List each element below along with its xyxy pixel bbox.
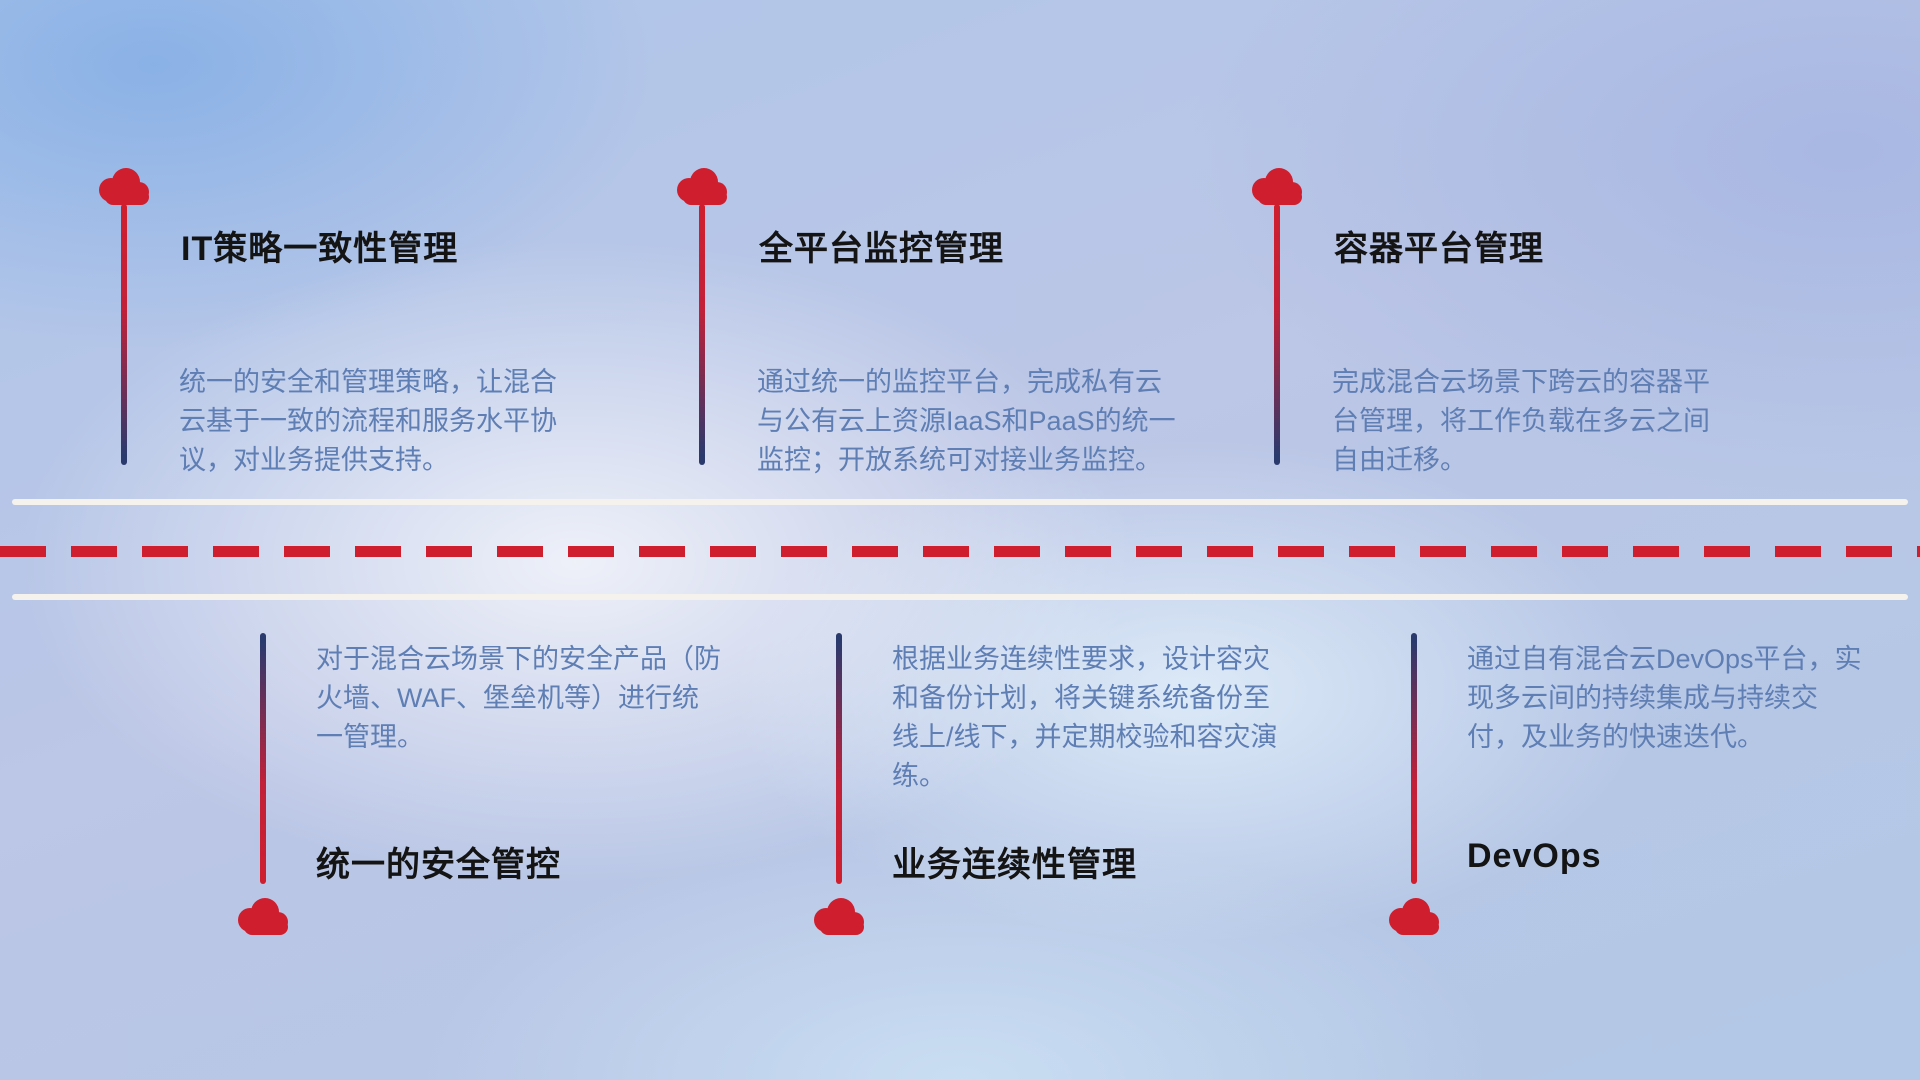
- timeline-bar: [121, 204, 127, 465]
- timeline-bar: [699, 204, 705, 465]
- item-title: IT策略一致性管理: [181, 230, 459, 268]
- item-desc: 统一的安全和管理策略，让混合云基于一致的流程和服务水平协议，对业务提供支持。: [179, 367, 557, 476]
- cloud-icon: [232, 893, 294, 944]
- cloud-icon: [808, 893, 870, 944]
- item-desc: 通过统一的监控平台，完成私有云与公有云上资源IaaS和PaaS的统一监控；开放系…: [757, 367, 1176, 476]
- cloud-icon: [1246, 163, 1308, 214]
- divider-solid-top: [12, 499, 1908, 505]
- item-desc: 通过自有混合云DevOps平台，实现多云间的持续集成与持续交付，及业务的快速迭代…: [1467, 644, 1862, 753]
- item-desc: 对于混合云场景下的安全产品（防火墙、WAF、堡垒机等）进行统一管理。: [316, 644, 721, 753]
- item-title: DevOps: [1467, 837, 1602, 875]
- item-title: 业务连续性管理: [892, 846, 1137, 884]
- timeline-bar: [1411, 633, 1417, 884]
- item-title: 统一的安全管控: [316, 846, 561, 884]
- divider-solid-bottom: [12, 594, 1908, 600]
- timeline-bar: [1274, 204, 1280, 465]
- cloud-icon: [671, 163, 733, 214]
- item-title: 全平台监控管理: [759, 230, 1004, 268]
- timeline-bar: [836, 633, 842, 884]
- item-desc: 完成混合云场景下跨云的容器平台管理，将工作负载在多云之间自由迁移。: [1332, 367, 1710, 476]
- timeline-bar: [260, 633, 266, 884]
- cloud-icon: [93, 163, 155, 214]
- divider-dashed-line: [0, 546, 1920, 557]
- item-desc: 根据业务连续性要求，设计容灾和备份计划，将关键系统备份至线上/线下，并定期校验和…: [892, 644, 1278, 792]
- item-title: 容器平台管理: [1334, 230, 1544, 268]
- cloud-icon: [1383, 893, 1445, 944]
